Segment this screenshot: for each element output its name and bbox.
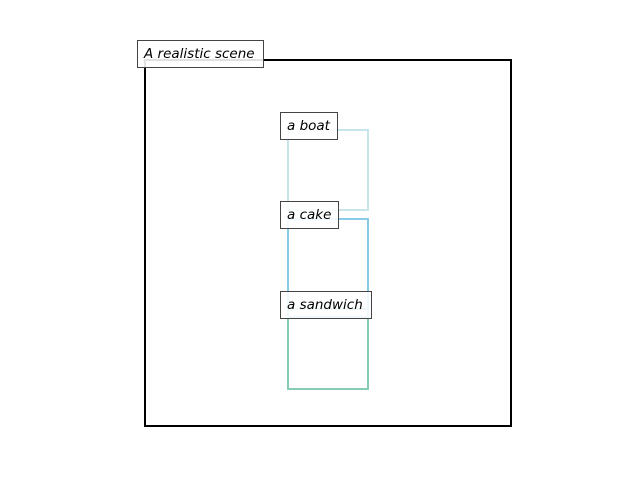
scene-frame	[144, 59, 512, 427]
cake-label: a cake	[280, 201, 339, 229]
scene-title-label: A realistic scene	[137, 40, 264, 68]
sandwich-label: a sandwich	[280, 291, 372, 319]
boat-label: a boat	[280, 112, 338, 140]
boat-bounding-box	[287, 129, 369, 211]
sandwich-bounding-box	[287, 308, 369, 390]
